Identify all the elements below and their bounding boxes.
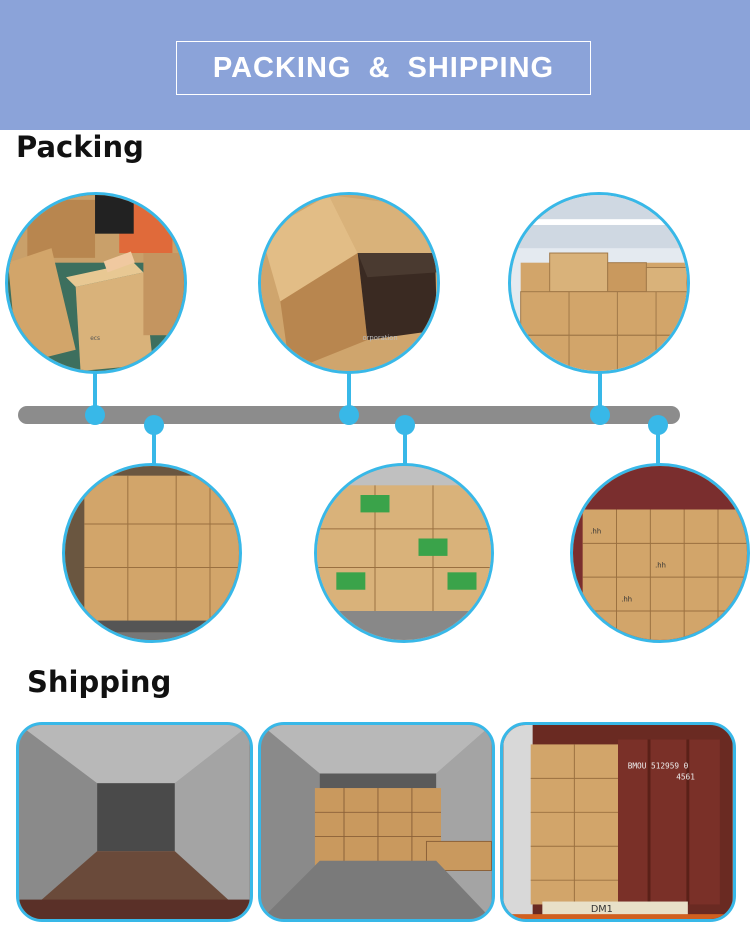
banner-title: PACKING & SHIPPING [212,51,555,84]
timeline-dot-2 [339,405,359,425]
timeline-dot-5 [395,415,415,435]
timeline-dot-1 [85,405,105,425]
connector-bottom-1 [152,430,156,470]
packing-photo-pallet-stack [62,463,242,643]
box-brand-mark-2: .hh [655,562,666,570]
box-brand-mark-3: .hh [621,595,632,603]
timeline-dot-4 [144,415,164,435]
packing-photo-open-box: orporation [258,192,440,374]
packing-photo-labeled-boxes [314,463,494,643]
connector-bottom-3 [656,430,660,470]
connector-bottom-2 [403,430,407,470]
container-plate: DM1 [591,904,613,915]
shipping-photo-container-door: BMOU 512959 0 4561 DM1 [500,722,736,922]
connector-top-3 [598,368,602,410]
packing-photo-brand-boxes: .hh .hh .hh [570,463,750,643]
timeline-dot-6 [648,415,668,435]
shipping-photo-empty-container [16,722,253,922]
connector-top-2 [347,368,351,410]
svg-text:orporation: orporation [363,334,398,342]
connector-top-1 [93,370,97,410]
header-banner: PACKING & SHIPPING [0,0,750,130]
shipping-section-title: Shipping [27,665,172,699]
svg-text:ecs: ecs [90,336,100,342]
packing-photo-warehouse [508,192,690,374]
packing-photo-taping: ecs [5,192,187,374]
container-code: BMOU 512959 0 [628,762,689,771]
container-sub-code: 4561 [676,772,695,781]
timeline-dot-3 [590,405,610,425]
banner-frame: PACKING & SHIPPING [176,41,591,95]
box-brand-mark: .hh [590,528,601,536]
packing-section-title: Packing [16,130,144,164]
shipping-photo-loading-container [258,722,495,922]
